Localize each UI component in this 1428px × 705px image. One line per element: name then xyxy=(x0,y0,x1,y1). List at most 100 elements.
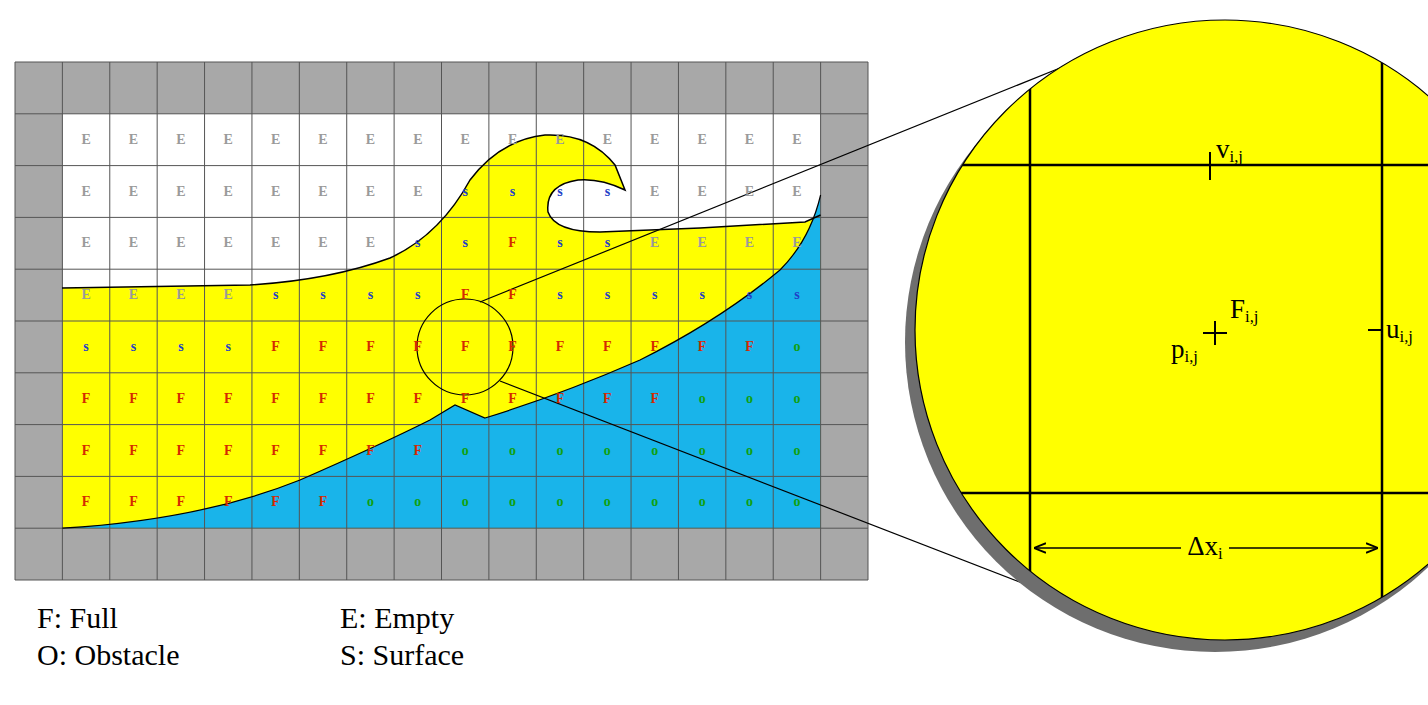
cell-flag: s xyxy=(415,288,420,302)
cell-flag: E xyxy=(271,185,280,199)
cell-flag: o xyxy=(509,495,516,509)
cell-flag: E xyxy=(792,236,801,250)
cell-flag: E xyxy=(176,133,185,147)
cell-flag: E xyxy=(650,236,659,250)
cell-flag: E xyxy=(129,236,138,250)
legend-entry: F: Full xyxy=(37,603,118,633)
cell-flag: s xyxy=(368,288,373,302)
cell-flag: F xyxy=(366,340,375,354)
cell-flag: E xyxy=(318,133,327,147)
cell-flag: F xyxy=(366,392,375,406)
cell-flag: s xyxy=(83,340,88,354)
cell-flag: o xyxy=(556,495,563,509)
cell-flag: s xyxy=(605,288,610,302)
cell-flag: F xyxy=(508,288,517,302)
legend-entry: S: Surface xyxy=(340,640,464,670)
variable-label: vi,j xyxy=(1216,136,1243,166)
cell-flag: o xyxy=(699,495,706,509)
cell-flag: s xyxy=(557,288,562,302)
cell-flag: o xyxy=(462,495,469,509)
cell-flag: o xyxy=(793,392,800,406)
cell-flag: F xyxy=(177,495,186,509)
cell-flag: F xyxy=(556,392,565,406)
cell-flag: F xyxy=(556,340,565,354)
variable-label: Δxi xyxy=(1181,533,1229,563)
cell-flag: F xyxy=(508,236,517,250)
cell-flag: o xyxy=(746,444,753,458)
cell-flag: E xyxy=(413,133,422,147)
cell-flag: s xyxy=(178,340,183,354)
cell-flag: o xyxy=(793,495,800,509)
cell-flag: E xyxy=(318,236,327,250)
cell-flag: F xyxy=(224,444,233,458)
cell-flag: F xyxy=(129,444,138,458)
cell-flag: o xyxy=(793,340,800,354)
cell-flag: E xyxy=(792,133,801,147)
cell-flag: F xyxy=(177,392,186,406)
cell-flag: o xyxy=(367,495,374,509)
cell-flag: E xyxy=(366,185,375,199)
cell-flag: F xyxy=(414,444,423,458)
cell-flag: s xyxy=(131,340,136,354)
cell-flag: s xyxy=(557,236,562,250)
variable-label: ui,j xyxy=(1386,316,1413,346)
cell-flag: E xyxy=(81,185,90,199)
cell-flag: F xyxy=(414,340,423,354)
cell-flag: F xyxy=(224,495,233,509)
cell-flag: F xyxy=(319,340,328,354)
cell-flag: F xyxy=(508,340,517,354)
cell-flag: F xyxy=(508,392,517,406)
cell-flag: o xyxy=(651,495,658,509)
cell-flag: E xyxy=(224,236,233,250)
zoom-circle xyxy=(915,20,1428,640)
cell-flag: F xyxy=(271,444,280,458)
cell-flag: s xyxy=(510,185,515,199)
cell-flag: o xyxy=(651,444,658,458)
u-tick xyxy=(1368,329,1382,331)
zoom-cell-lines xyxy=(900,0,1428,705)
cell-flag: F xyxy=(82,495,91,509)
cell-flag: E xyxy=(603,133,612,147)
cell-flag: s xyxy=(557,185,562,199)
cell-flag: F xyxy=(319,444,328,458)
cell-flag: E xyxy=(650,133,659,147)
cell-flag: E xyxy=(461,133,470,147)
cell-flag: F xyxy=(271,392,280,406)
cell-flag: E xyxy=(224,185,233,199)
cell-flag: s xyxy=(794,288,799,302)
cell-flag: F xyxy=(129,392,138,406)
cell-flag: E xyxy=(129,288,138,302)
cell-flag: o xyxy=(604,444,611,458)
cell-flag: s xyxy=(699,288,704,302)
variable-label: Fi,j xyxy=(1230,296,1259,326)
variable-label: pi,j xyxy=(1171,336,1198,366)
cell-flag: E xyxy=(366,133,375,147)
cell-flag: s xyxy=(273,288,278,302)
cell-flag: F xyxy=(177,444,186,458)
cell-flag: s xyxy=(226,340,231,354)
cell-flag: F xyxy=(698,340,707,354)
cell-flag: E xyxy=(745,185,754,199)
boundary-cells xyxy=(15,62,868,580)
cell-flag: s xyxy=(415,236,420,250)
cell-flag: E xyxy=(81,288,90,302)
cell-flag: s xyxy=(462,185,467,199)
cell-flag: o xyxy=(746,495,753,509)
cell-flag: o xyxy=(699,392,706,406)
cell-flag: E xyxy=(176,236,185,250)
cell-flag: s xyxy=(605,185,610,199)
cell-flag: F xyxy=(129,495,138,509)
cell-flag: F xyxy=(414,392,423,406)
cell-flag: F xyxy=(319,495,328,509)
cell-flag: F xyxy=(82,444,91,458)
cell-flag: E xyxy=(745,236,754,250)
cell-flag: F xyxy=(461,340,470,354)
cell-flag: s xyxy=(652,288,657,302)
cell-flag: F xyxy=(650,392,659,406)
cell-flag: E xyxy=(176,288,185,302)
p-cross xyxy=(1214,321,1216,345)
cell-flag: E xyxy=(129,133,138,147)
cell-flag: E xyxy=(366,236,375,250)
cell-flag: F xyxy=(366,444,375,458)
